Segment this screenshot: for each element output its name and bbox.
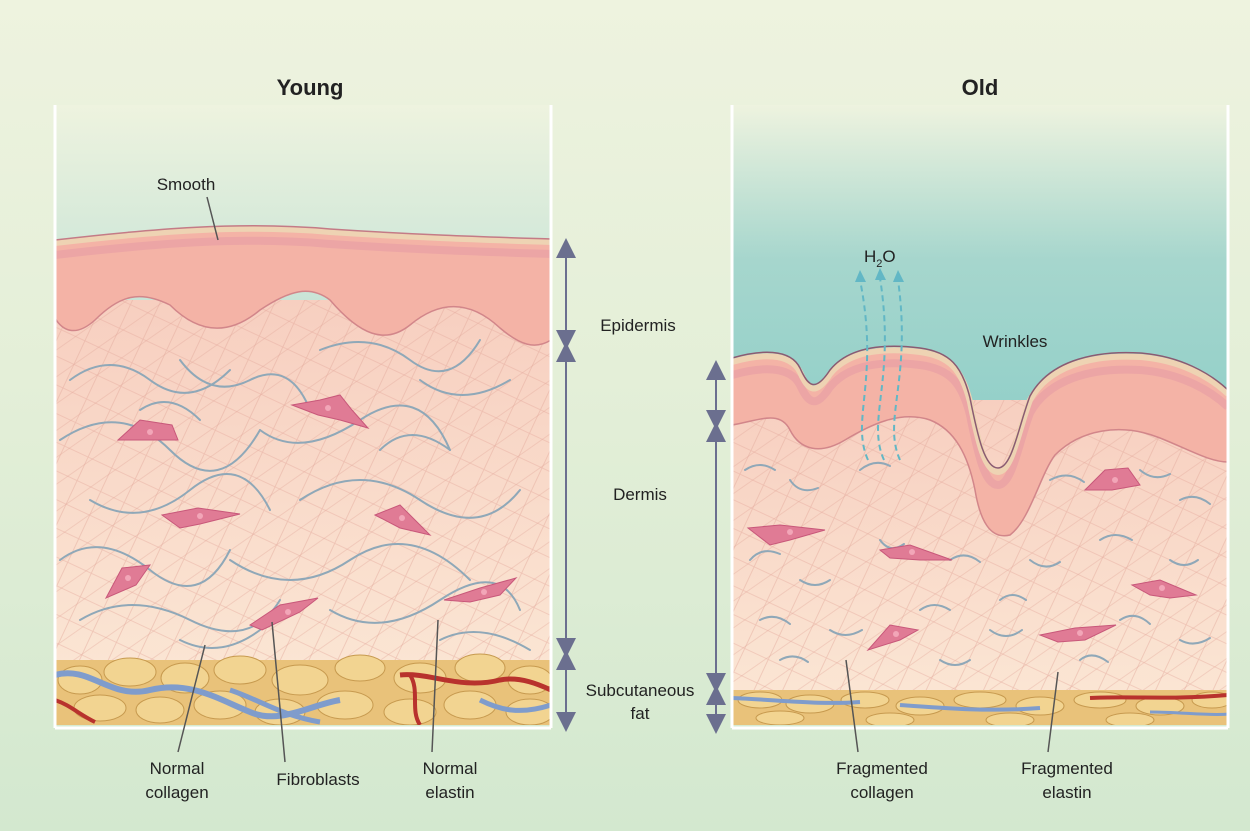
wrinkles-label: Wrinkles (983, 332, 1048, 351)
young-title: Young (277, 75, 344, 100)
subcutaneous-label-line2: fat (631, 704, 650, 723)
smooth-label: Smooth (157, 175, 216, 194)
young-panel: Young Smooth (55, 75, 554, 730)
epidermis-label: Epidermis (600, 316, 676, 335)
old-panel: Old Wrinkles H2O (732, 75, 1232, 730)
dermis-label: Dermis (613, 485, 667, 504)
young-subcutaneous-fat (55, 654, 554, 730)
fragmented-collagen-label-1: Fragmented (836, 759, 928, 778)
normal-collagen-label-2: collagen (145, 783, 208, 802)
fragmented-collagen-label-2: collagen (850, 783, 913, 802)
old-subcutaneous-fat (732, 690, 1232, 730)
subcutaneous-label-line1: Subcutaneous (586, 681, 695, 700)
normal-elastin-label-2: elastin (425, 783, 474, 802)
fragmented-elastin-label-2: elastin (1042, 783, 1091, 802)
fibroblasts-label: Fibroblasts (276, 770, 359, 789)
normal-collagen-label-1: Normal (150, 759, 205, 778)
fragmented-elastin-label-1: Fragmented (1021, 759, 1113, 778)
old-title: Old (962, 75, 999, 100)
normal-elastin-label-1: Normal (423, 759, 478, 778)
